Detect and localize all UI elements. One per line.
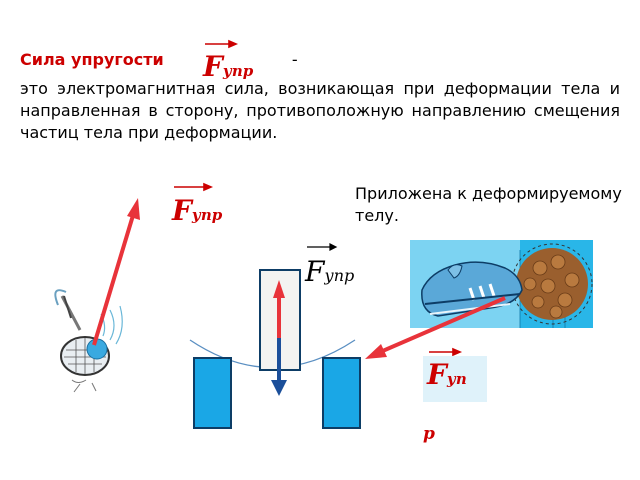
- applied-note: Приложена к деформируемому телу.: [355, 184, 622, 225]
- force-symbol-foot-wrap: р: [423, 424, 435, 444]
- definition-heading: Сила упругости -: [20, 50, 298, 69]
- force-symbol-foot: Fуп: [427, 358, 467, 391]
- heading-dash: -: [291, 50, 298, 69]
- force-symbol-foot-box: [423, 356, 487, 402]
- force-symbol-beam: Fупр: [305, 255, 355, 288]
- vector-bars: [174, 39, 463, 357]
- definition-text: это электромагнитная сила, возникающая п…: [20, 79, 620, 142]
- vector-bar-black: [307, 243, 338, 251]
- bending-demo: [189, 269, 361, 429]
- shoe-kicking-ball-icon: [410, 240, 593, 328]
- force-symbol-heading: Fупр: [203, 50, 254, 83]
- force-arrow-racket: [92, 198, 140, 346]
- force-arrow-foot: [365, 296, 506, 359]
- tennis-racket-ball-icon: [54, 289, 123, 393]
- term-label: Сила упругости: [20, 50, 164, 69]
- force-symbol-racket: Fупр: [172, 194, 223, 227]
